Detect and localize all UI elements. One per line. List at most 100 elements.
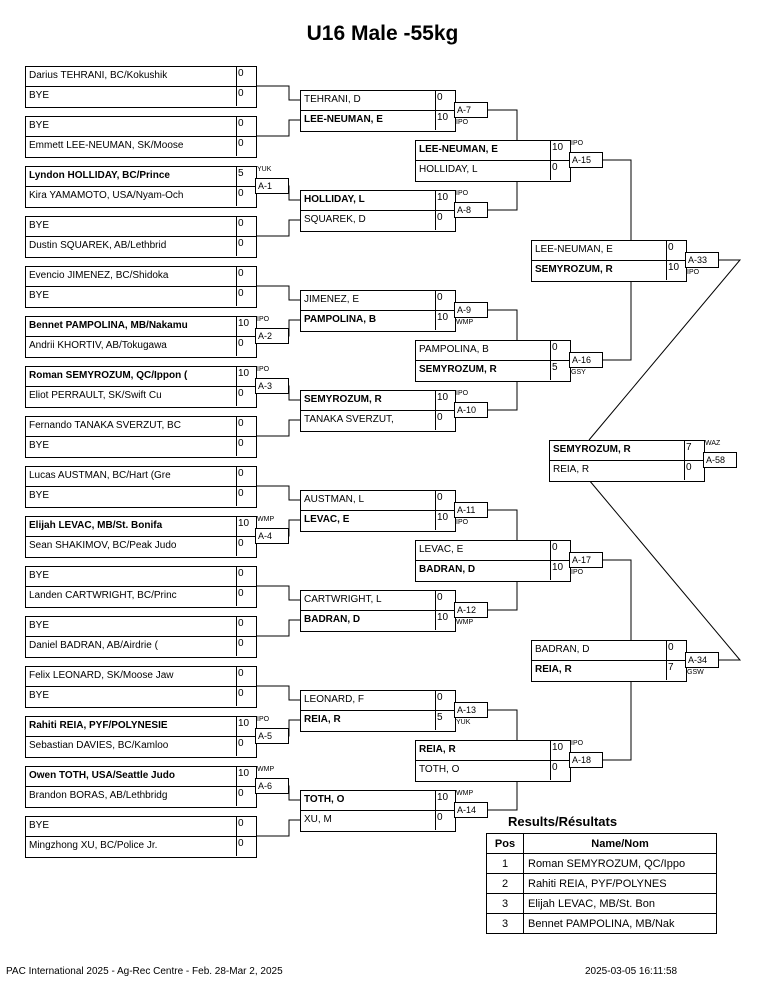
- competitor-name: REIA, R: [535, 664, 572, 675]
- competitor-score: 10: [236, 317, 256, 336]
- competitor-name: LEVAC, E: [419, 544, 464, 555]
- competitor-name: TOTH, O: [304, 794, 345, 805]
- competitor-row: BADRAN, D 10: [301, 611, 455, 630]
- bracket-connector: [255, 219, 300, 237]
- competitor-row: CARTWRIGHT, L 0: [301, 591, 455, 611]
- competitor-score: 0: [236, 617, 256, 636]
- result-name: Bennet PAMPOLINA, MB/Nak: [523, 913, 717, 934]
- match-id-tag: A-10: [454, 402, 488, 418]
- competitor-score: 0: [666, 641, 686, 660]
- competitor-score: 0: [236, 837, 256, 856]
- competitor-score: 0: [684, 461, 704, 480]
- match-id-tag: A-3: [255, 378, 289, 394]
- competitor-score: 0: [236, 667, 256, 686]
- competitor-score: 0: [236, 137, 256, 156]
- competitor-score: 0: [435, 291, 455, 310]
- competitor-row: BADRAN, D 0: [532, 641, 686, 661]
- match-id-tag: A-9: [454, 302, 488, 318]
- competitor-name: AUSTMAN, L: [304, 494, 365, 505]
- competitor-score: 0: [435, 591, 455, 610]
- competitor-score: 10: [435, 111, 455, 130]
- competitor-name: BYE: [29, 620, 50, 631]
- competitor-name: Lyndon HOLLIDAY, BC/Prince: [29, 170, 170, 181]
- competitor-name: LEE-NEUMAN, E: [535, 244, 613, 255]
- competitor-name: BADRAN, D: [535, 644, 590, 655]
- competitor-score: 0: [435, 691, 455, 710]
- competitor-score: 0: [236, 217, 256, 236]
- competitor-score: 0: [666, 241, 686, 260]
- competitor-score: 10: [550, 741, 570, 760]
- competitor-name: XU, M: [304, 814, 332, 825]
- win-type-label: WAZ: [705, 440, 721, 447]
- competitor-score: 10: [435, 391, 455, 410]
- competitor-name: BYE: [29, 290, 50, 301]
- bracket-connector: [255, 285, 300, 301]
- competitor-name: REIA, R: [304, 714, 341, 725]
- competitor-name: Kira YAMAMOTO, USA/Nyam-Och: [29, 190, 184, 201]
- win-type-label: IPO: [257, 716, 270, 723]
- competitor-name: PAMPOLINA, B: [304, 314, 377, 325]
- competitor-name: Emmett LEE-NEUMAN, SK/Moose: [29, 140, 184, 151]
- win-type-label: IPO: [571, 740, 584, 747]
- competitor-name: BYE: [29, 570, 50, 581]
- competitor-name: CARTWRIGHT, L: [304, 594, 382, 605]
- bracket-connector: [255, 585, 300, 601]
- win-type-label: IPO: [687, 269, 700, 276]
- bracket-connector: [255, 119, 300, 137]
- win-type-label: IPO: [257, 316, 270, 323]
- match-id-tag: A-11: [454, 502, 488, 518]
- bracket-connector: [255, 685, 300, 701]
- competitor-score: 10: [435, 191, 455, 210]
- competitor-score: 10: [435, 611, 455, 630]
- competitor-score: 10: [666, 261, 686, 280]
- competitor-name: Darius TEHRANI, BC/Kokushik: [29, 70, 168, 81]
- competitor-name: Roman SEMYROZUM, QC/Ippon (: [29, 370, 188, 381]
- competitor-score: 10: [435, 791, 455, 810]
- win-type-label: WMP: [456, 790, 474, 797]
- bracket-connector: [255, 85, 300, 101]
- competitor-score: 0: [236, 87, 256, 106]
- win-type-label: IPO: [456, 519, 469, 526]
- competitor-score: 10: [435, 311, 455, 330]
- page-title: U16 Male -55kg: [306, 22, 459, 45]
- match-id-tag: A-5: [255, 728, 289, 744]
- competitor-name: BADRAN, D: [304, 614, 361, 625]
- competitor-score: 5: [435, 711, 455, 730]
- competitor-score: 0: [550, 541, 570, 560]
- competitor-name: Eliot PERRAULT, SK/Swift Cu: [29, 390, 162, 401]
- match-id-tag: A-4: [255, 528, 289, 544]
- bracket-connector: [588, 479, 742, 661]
- competitor-score: 0: [236, 287, 256, 306]
